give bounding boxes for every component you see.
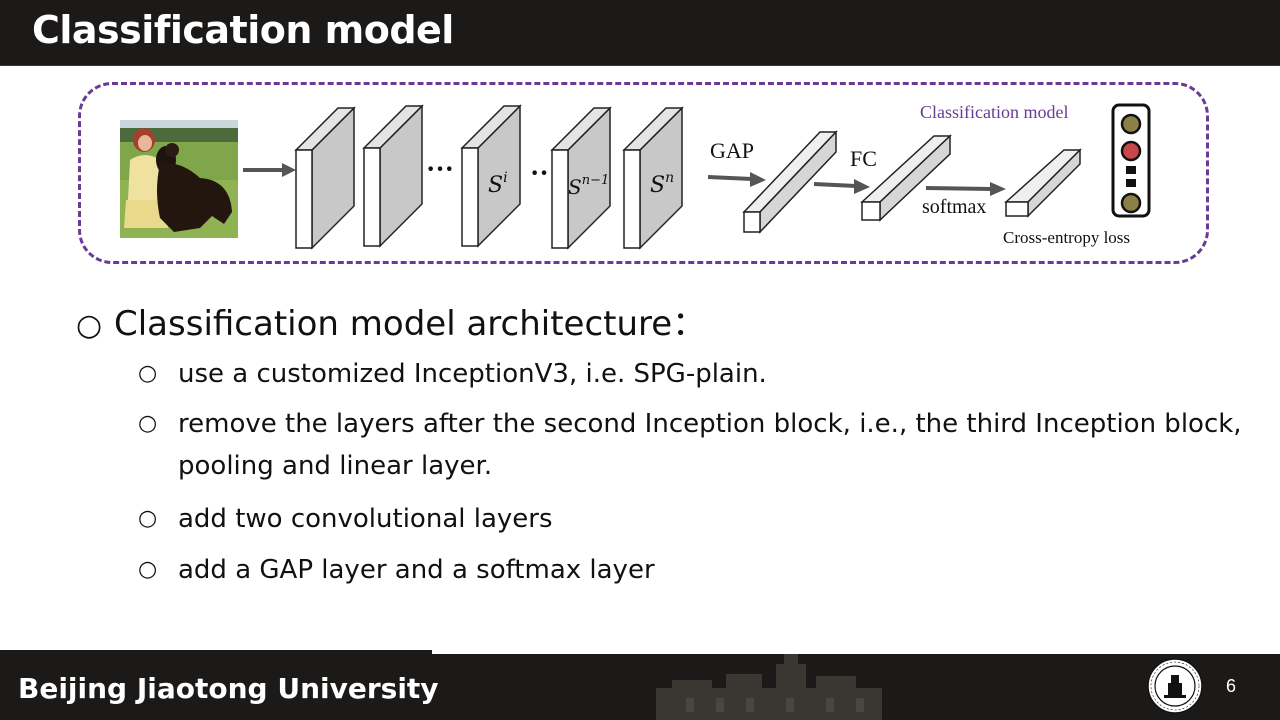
sub-bullet-marker: ○ [138, 361, 158, 386]
gap-vector [742, 130, 838, 234]
main-heading: Classification model architecture： [114, 304, 707, 344]
fc-vector [860, 134, 952, 222]
loss-label: Cross-entropy loss [1003, 228, 1130, 247]
model-label: Classification model [920, 102, 1068, 122]
bullet-marker: ○ [76, 308, 103, 343]
softmax-vector [1004, 148, 1082, 218]
gap-label: GAP [710, 138, 754, 163]
sub-bullet-text: remove the layers after the second Incep… [178, 409, 1242, 481]
softmax-label: softmax [922, 196, 986, 218]
output-nodes [1111, 103, 1151, 218]
layer-sup-sn: n [665, 170, 674, 186]
layer-label-si: S [488, 173, 503, 198]
output-node-4 [1126, 179, 1136, 187]
sub-bullet-text: use a customized InceptionV3, i.e. SPG-p… [178, 359, 767, 389]
svg-text:Si: Si [488, 170, 508, 198]
diagram-frame [78, 82, 1209, 264]
ellipsis-1: ··· [426, 154, 454, 185]
footer-divider [432, 650, 1280, 654]
sub-bullet-text: add a GAP layer and a softmax layer [178, 555, 655, 585]
ellipsis-2: ·· [530, 158, 549, 189]
page-number: 6 [1226, 676, 1237, 696]
conv-layer-sn-1: Sn−1 [550, 106, 612, 250]
svg-text:Sn: Sn [650, 170, 674, 198]
layer-sup-sn-1: n−1 [582, 173, 610, 188]
input-photo-icon [120, 120, 238, 238]
softmax-arrow [925, 182, 1006, 196]
input-arrow [243, 163, 296, 177]
conv-layer-1 [294, 106, 356, 250]
footer-bar: Beijing Jiaotong University [0, 650, 1280, 720]
output-node-2 [1120, 140, 1142, 162]
input-image [120, 120, 238, 238]
main-bullet: ○ Classification model architecture： [76, 296, 706, 345]
output-node-1 [1120, 113, 1142, 135]
layer-sup-si: i [503, 170, 507, 186]
output-node-3 [1126, 166, 1136, 174]
campus-building-icon [656, 654, 882, 720]
layer-label-sn: S [650, 173, 665, 198]
network-diagram: ··· Si ·· Sn−1 Sn GAP FC [243, 102, 1151, 250]
university-seal-icon [1147, 658, 1203, 714]
layer-label-sn-1: S [568, 175, 582, 199]
slide-title: Classification model [32, 8, 454, 52]
fc-label: FC [850, 146, 877, 171]
fc-arrow [813, 179, 870, 194]
gap-arrow [707, 172, 766, 187]
conv-layer-sn: Sn [622, 106, 684, 250]
title-bar: Classification model [0, 0, 1280, 66]
sub-bullet-text: add two convolutional layers [178, 504, 553, 534]
sub-bullet-marker: ○ [138, 411, 158, 436]
conv-layer-si: Si [460, 104, 522, 248]
sub-bullet-marker: ○ [138, 506, 158, 531]
svg-text:Sn−1: Sn−1 [568, 173, 609, 199]
conv-layer-2 [362, 104, 424, 248]
institution-name: Beijing Jiaotong University [18, 672, 439, 705]
sub-bullet-marker: ○ [138, 557, 158, 582]
output-node-5 [1120, 192, 1142, 214]
